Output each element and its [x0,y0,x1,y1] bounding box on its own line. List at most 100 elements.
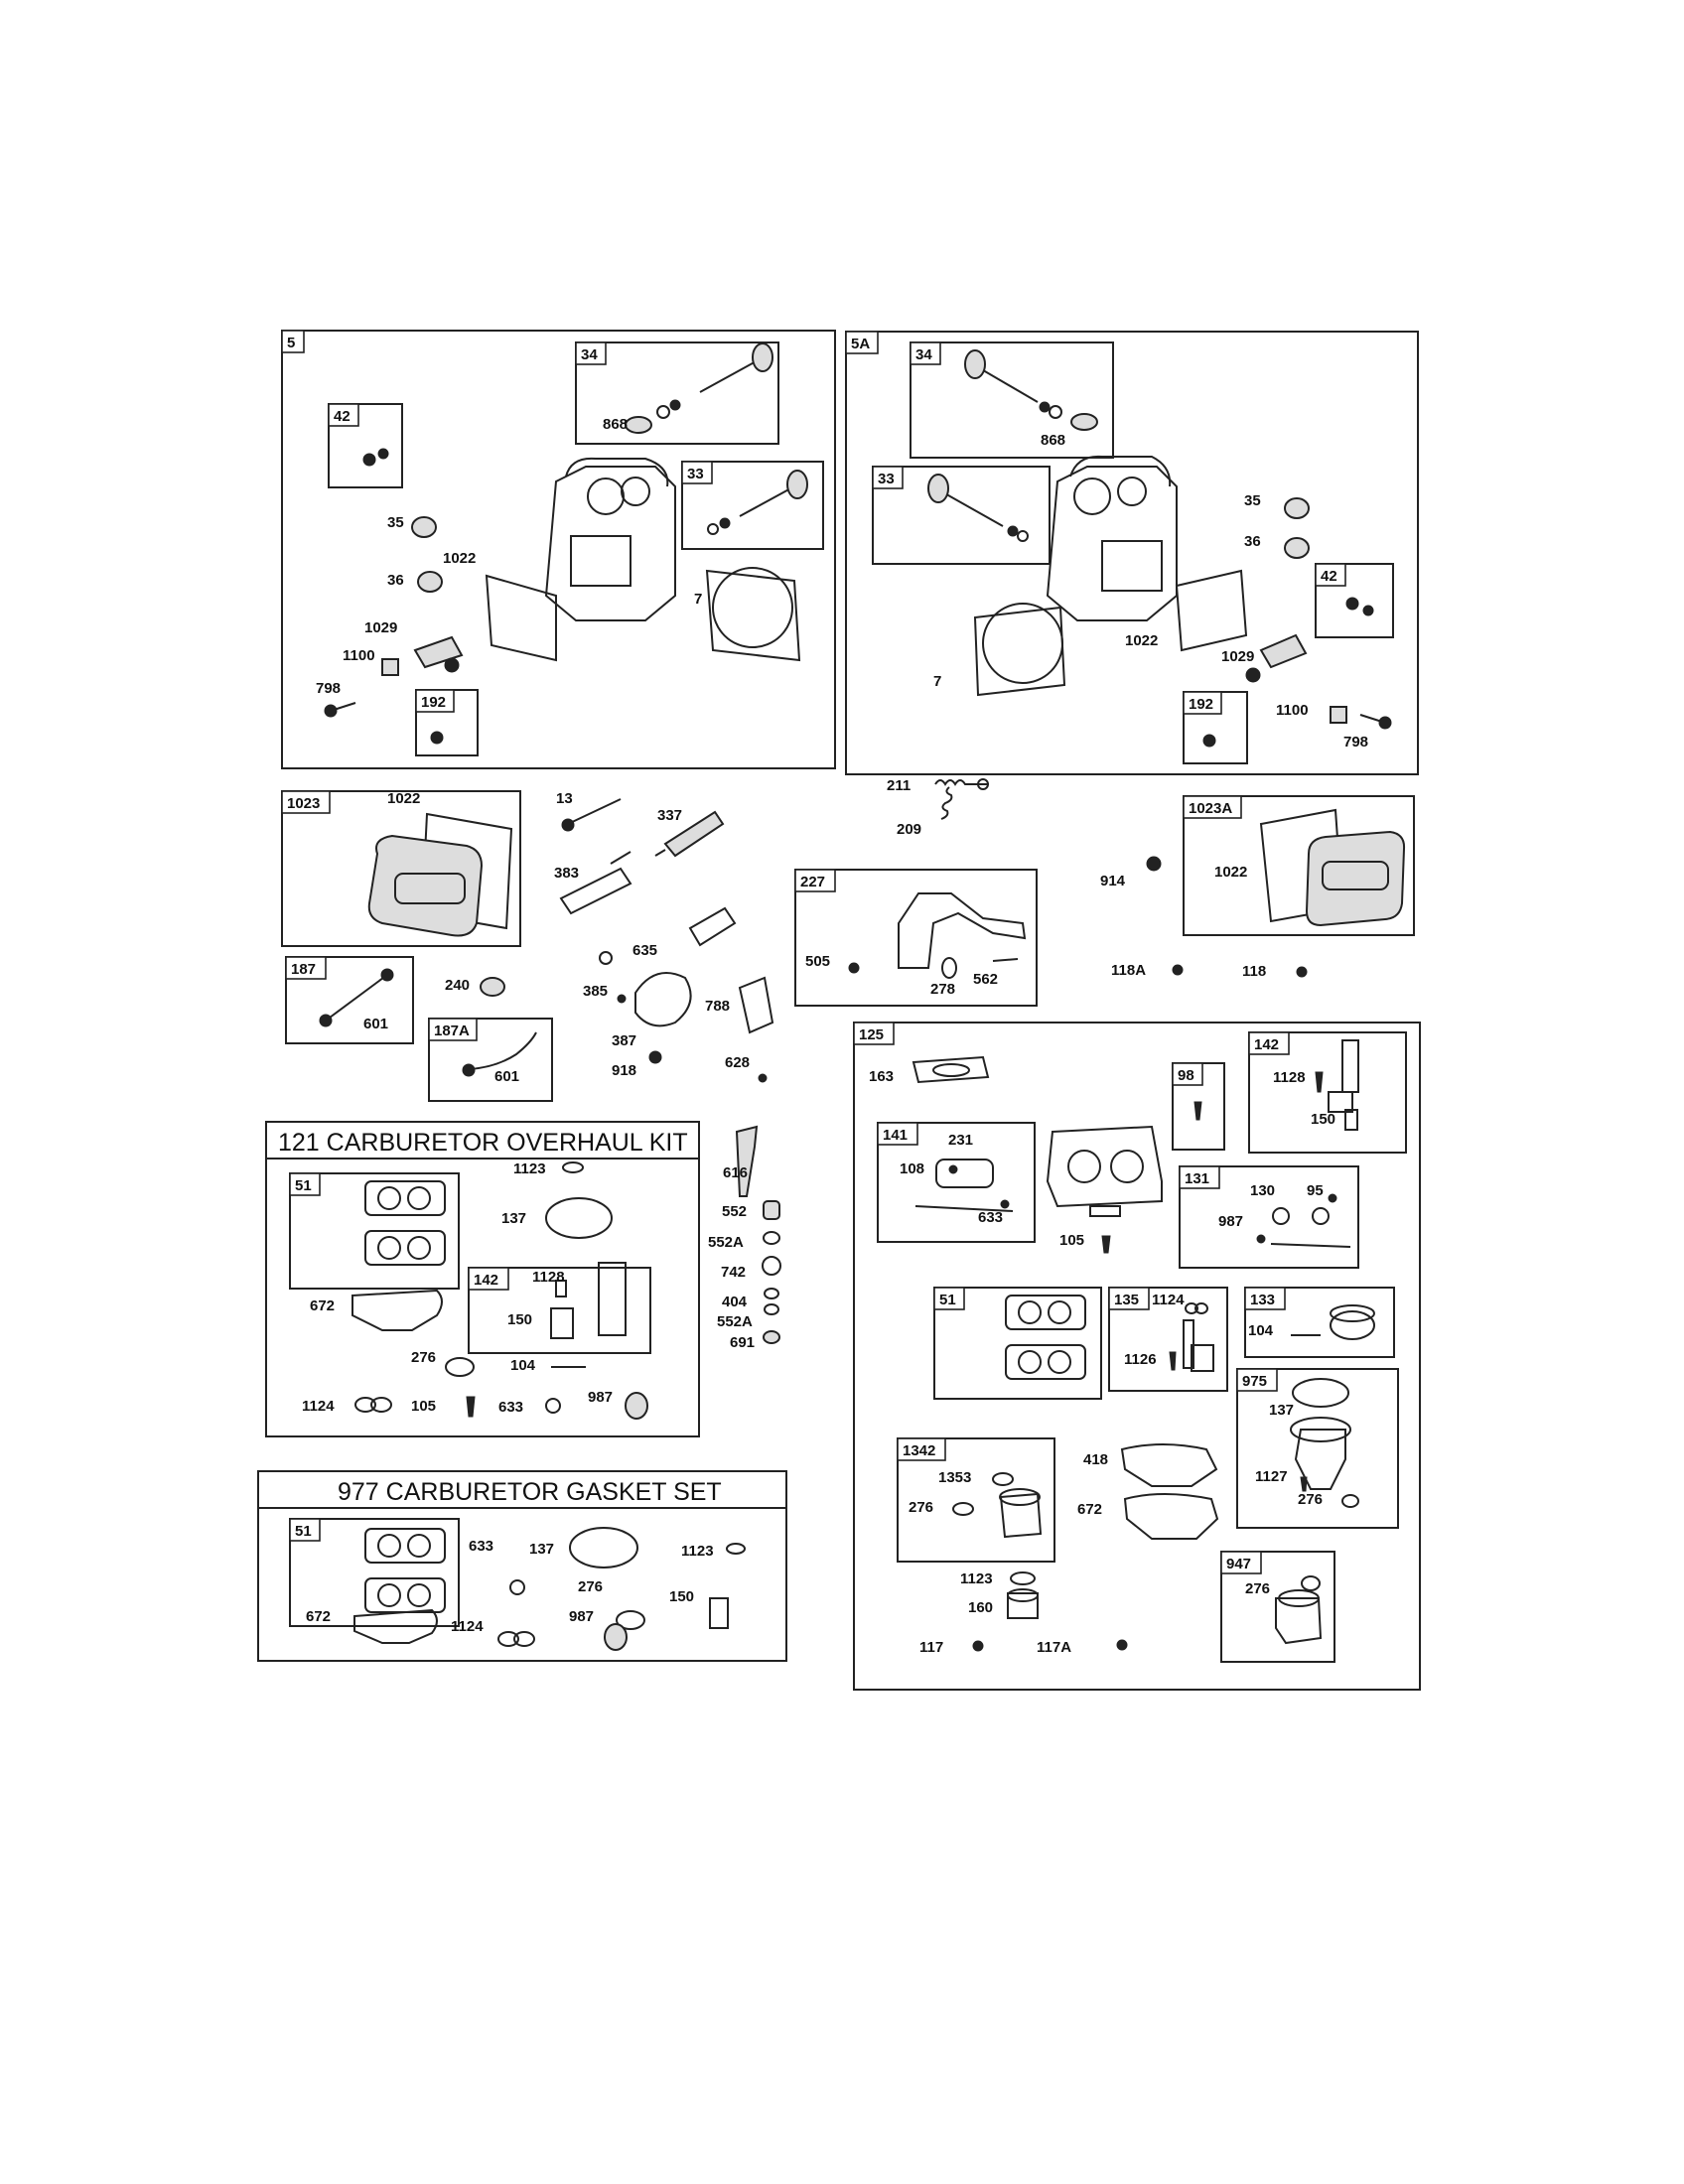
overhaul-kit-parts-drawing [351,1161,648,1420]
valve-cover-left-drawing [367,812,513,937]
gasket-set-panel: 977 CARBURETOR GASKET SET [257,1470,787,1662]
callout-209: 209 [897,821,921,838]
callout-1022: 1022 [1125,632,1158,649]
frame-51-overhaul: 51 [289,1172,460,1290]
screw-914-drawing [1146,856,1162,872]
callout-1126: 1126 [1124,1351,1157,1368]
fuel-fittings-drawing [735,1125,781,1344]
frame-34-left: 34 [575,341,779,445]
carb-947-drawing [1275,1575,1323,1645]
frame-192-left: 192 [415,689,479,756]
frame-133: 133 [1244,1287,1395,1358]
svg-text:42: 42 [334,408,351,425]
callout-404: 404 [722,1294,748,1310]
callout-276: 276 [578,1578,603,1595]
valve-left-33-drawing [707,470,808,535]
svg-text:133: 133 [1250,1292,1275,1308]
callout-130: 130 [1250,1182,1275,1199]
callout-1124: 1124 [302,1398,335,1415]
svg-text:142: 142 [1254,1036,1279,1053]
callout-628: 628 [725,1054,750,1071]
bolt-13-drawing [561,798,622,832]
carb-133-drawing [1291,1304,1375,1340]
callout-672: 672 [310,1297,335,1314]
callout-633: 633 [498,1399,523,1416]
callout-1100: 1100 [343,647,375,664]
carb-125-small-parts-drawing [912,1039,1359,1248]
callout-104: 104 [510,1357,536,1374]
callout-633: 633 [469,1538,493,1555]
callout-160: 160 [968,1599,993,1616]
callout-137: 137 [501,1210,526,1227]
svg-text:33: 33 [878,471,895,487]
callout-918: 918 [612,1062,636,1079]
carb-bottom-parts-drawing [972,1571,1128,1652]
callout-987: 987 [1218,1213,1243,1230]
callout-1029: 1029 [364,619,397,636]
carb-135-drawing [1169,1302,1214,1372]
callout-798: 798 [1343,734,1368,751]
frame-1342: 1342 [897,1437,1055,1563]
callout-117: 117 [919,1639,943,1656]
callout-95: 95 [1307,1182,1324,1199]
gasket-set-parts-drawing [353,1527,746,1651]
spring-left-drawing [411,516,443,593]
svg-text:51: 51 [295,1523,312,1540]
svg-text:187A: 187A [434,1023,470,1039]
callout-1124: 1124 [1152,1292,1185,1308]
bracket-227-drawing [848,892,1027,979]
carb-51-right-drawing [1005,1295,1086,1380]
svg-text:192: 192 [1189,696,1213,713]
callout-276: 276 [1298,1491,1323,1508]
callout-562: 562 [973,971,998,988]
callout-276: 276 [1245,1580,1270,1597]
svg-text:1342: 1342 [903,1442,935,1459]
svg-text:975: 975 [1242,1373,1267,1390]
callout-150: 150 [1311,1111,1335,1128]
callout-418: 418 [1083,1451,1108,1468]
callout-240: 240 [445,977,470,994]
spring-209-drawing [940,786,953,820]
overhaul-kit-panel: 121 CARBURETOR OVERHAUL KIT [265,1121,700,1437]
svg-text:131: 131 [1185,1170,1209,1187]
callout-672: 672 [306,1608,331,1625]
frame-1023A: 1023A [1183,795,1415,936]
carb-1342-drawing [952,1472,1043,1539]
callout-635: 635 [632,942,657,959]
callout-914: 914 [1100,873,1126,889]
callout-7: 7 [694,591,702,608]
governor-arm-drawing [599,906,774,1083]
callout-987: 987 [588,1389,613,1406]
svg-text:125: 125 [859,1026,884,1043]
frame-51-gasket: 51 [289,1518,460,1627]
frame-98: 98 [1172,1062,1225,1151]
svg-text:51: 51 [295,1177,312,1194]
frame-5: 5 [281,330,836,769]
frame-227: 227 [794,869,1038,1007]
valve-cover-right-drawing [1259,808,1406,927]
svg-text:1023A: 1023A [1189,800,1232,817]
callout-633: 633 [978,1209,1003,1226]
svg-text:34: 34 [915,346,932,363]
frame-141: 141 [877,1122,1036,1243]
callout-868: 868 [1041,432,1065,449]
callout-150: 150 [669,1588,694,1605]
overhaul-kit-title: 121 CARBURETOR OVERHAUL KIT [278,1129,688,1157]
callout-36: 36 [1244,533,1261,550]
callout-137: 137 [1269,1402,1294,1419]
frame-975: 975 [1236,1368,1399,1529]
guide-383-drawing [559,851,632,915]
svg-text:42: 42 [1321,568,1337,585]
frame-187: 187 [285,956,414,1044]
callout-387: 387 [612,1032,636,1049]
callout-798: 798 [316,680,341,697]
callout-105: 105 [1059,1232,1084,1249]
callout-35: 35 [387,514,404,531]
callout-108: 108 [900,1160,924,1177]
callout-150: 150 [507,1311,532,1328]
callout-385: 385 [583,983,608,1000]
callout-36: 36 [387,572,404,589]
frame-142-right: 142 [1248,1031,1407,1154]
callout-276: 276 [909,1499,933,1516]
